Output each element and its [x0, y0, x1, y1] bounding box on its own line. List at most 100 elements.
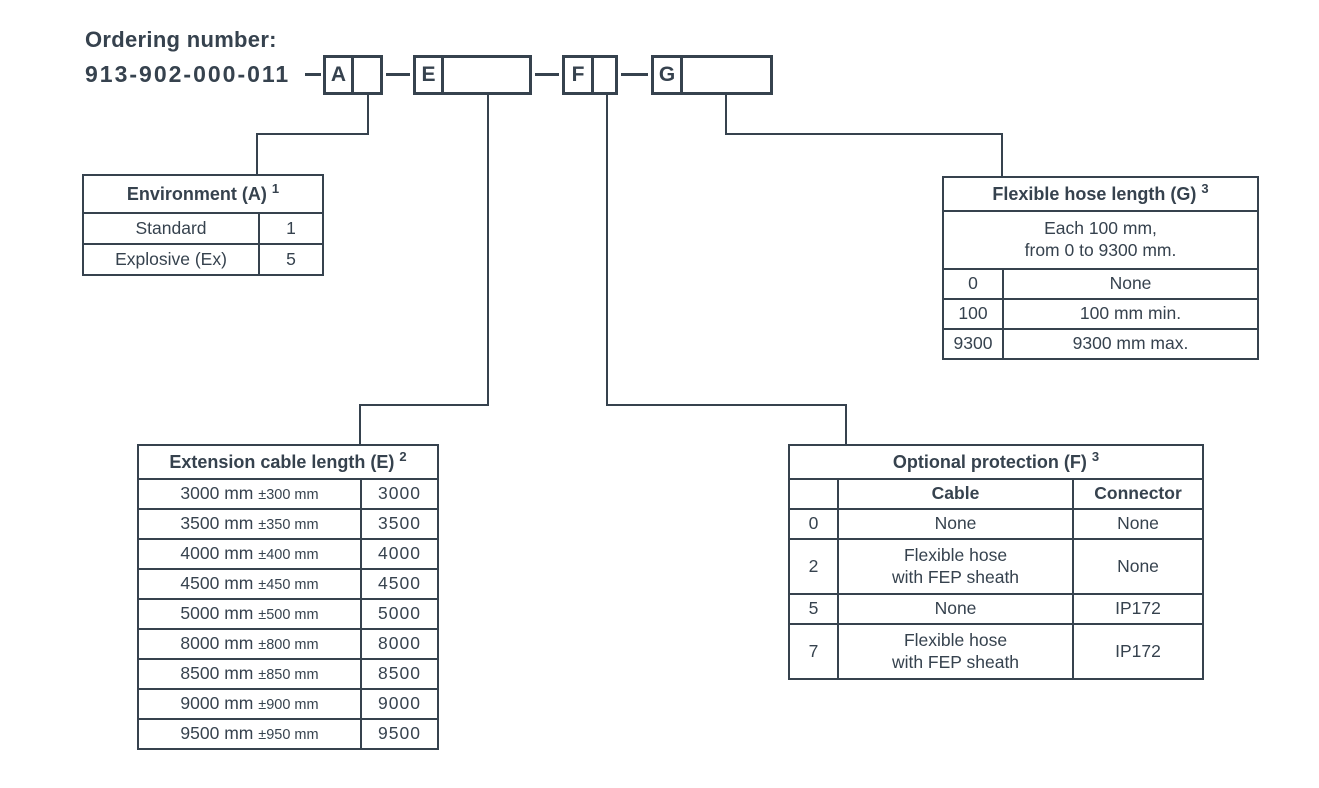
extension-length-label: 9500 mm ±950 mm [137, 718, 362, 750]
connector-line-g [725, 95, 727, 135]
optional-protection-table: Optional protection (F) 3 Cable Connecto… [788, 444, 1204, 680]
dash-separator [535, 73, 559, 76]
table-header-row: Cable Connector [788, 478, 1204, 510]
connector-line-g [1001, 133, 1003, 177]
table-row: 100 100 mm min. [942, 298, 1259, 330]
hose-code: 9300 [942, 328, 1004, 360]
connector-line-f [845, 404, 847, 445]
footnote-marker: 3 [1091, 448, 1100, 464]
extension-length-label: 8500 mm ±850 mm [137, 658, 362, 690]
table-row: 8500 mm ±850 mm 8500 [137, 658, 440, 690]
dash-separator [386, 73, 410, 76]
protection-header-cable: Cable [837, 478, 1074, 510]
connector-line-e [359, 404, 489, 406]
segment-e-value-box [444, 58, 529, 92]
extension-length-label: 8000 mm ±800 mm [137, 628, 362, 660]
dash-separator [621, 73, 648, 76]
environment-option-label: Explosive (Ex) [82, 243, 260, 276]
extension-length-label: 4000 mm ±400 mm [137, 538, 362, 570]
page-title: Ordering number: [85, 27, 277, 52]
hose-label: None [1002, 268, 1259, 300]
extension-length-code: 4500 [359, 568, 440, 600]
protection-connector: IP172 [1072, 593, 1204, 625]
connector-line-a [367, 95, 369, 135]
extension-length-code: 8000 [359, 628, 440, 660]
code-segment-e: E [413, 55, 532, 95]
extension-length-code: 9000 [359, 688, 440, 720]
table-row: Explosive (Ex) 5 [82, 243, 325, 276]
footnote-marker: 2 [399, 448, 407, 464]
extension-length-label: 5000 mm ±500 mm [137, 598, 362, 630]
extension-table-title: Extension cable length (E) 2 [136, 444, 440, 480]
extension-length-code: 9500 [359, 718, 440, 750]
protection-cable: None [837, 508, 1074, 540]
table-row: 9500 mm ±950 mm 9500 [137, 718, 440, 750]
protection-code: 5 [788, 593, 839, 625]
code-segment-a: A [323, 55, 383, 95]
segment-a-value-box [354, 58, 380, 92]
table-row: 9300 9300 mm max. [942, 328, 1259, 360]
hose-code: 100 [942, 298, 1004, 330]
connector-line-e [487, 95, 489, 406]
connector-line-a [256, 133, 258, 175]
environment-option-code: 5 [257, 243, 325, 276]
segment-g-letter: G [654, 58, 683, 92]
table-row: 5 None IP172 [788, 593, 1204, 625]
footnote-marker: 3 [1201, 180, 1209, 196]
extension-length-code: 3000 [359, 478, 440, 510]
environment-option-code: 1 [257, 212, 325, 245]
protection-code: 2 [788, 538, 839, 595]
protection-code: 0 [788, 508, 839, 540]
protection-header-connector: Connector [1072, 478, 1204, 510]
code-segment-g: G [651, 55, 773, 95]
table-row: 0 None [942, 268, 1259, 300]
extension-length-code: 8500 [359, 658, 440, 690]
connector-line-f [606, 404, 847, 406]
connector-line-a [256, 133, 369, 135]
hose-label: 100 mm min. [1002, 298, 1259, 330]
ordering-number: 913-902-000-011 [85, 61, 291, 87]
footnote-marker: 1 [271, 180, 280, 196]
table-row: 8000 mm ±800 mm 8000 [137, 628, 440, 660]
environment-table-title: Environment (A) 1 [81, 174, 325, 214]
code-segment-f: F [562, 55, 618, 95]
extension-length-code: 4000 [359, 538, 440, 570]
segment-f-value-box [594, 58, 615, 92]
protection-code: 7 [788, 623, 839, 680]
table-row: 3000 mm ±300 mm 3000 [137, 478, 440, 510]
environment-option-label: Standard [82, 212, 260, 245]
dash-separator [305, 73, 321, 76]
hose-table-title: Flexible hose length (G) 3 [942, 176, 1259, 212]
extension-length-code: 5000 [359, 598, 440, 630]
protection-connector: IP172 [1072, 623, 1204, 680]
extension-cable-table: Extension cable length (E) 2 3000 mm ±30… [136, 444, 440, 750]
protection-connector: None [1072, 508, 1204, 540]
table-row: 5000 mm ±500 mm 5000 [137, 598, 440, 630]
segment-a-letter: A [326, 58, 354, 92]
extension-length-label: 9000 mm ±900 mm [137, 688, 362, 720]
environment-table: Environment (A) 1 Standard 1 Explosive (… [81, 174, 325, 276]
hose-range-note: Each 100 mm,from 0 to 9300 mm. [942, 210, 1259, 270]
table-row: 0 None None [788, 508, 1204, 540]
segment-f-letter: F [565, 58, 594, 92]
connector-line-g [725, 133, 1003, 135]
table-row: Standard 1 [82, 212, 325, 245]
table-row: 9000 mm ±900 mm 9000 [137, 688, 440, 720]
connector-line-e [359, 404, 361, 445]
segment-g-value-box [683, 58, 770, 92]
table-row: 4500 mm ±450 mm 4500 [137, 568, 440, 600]
protection-table-title: Optional protection (F) 3 [788, 444, 1204, 480]
table-row: 3500 mm ±350 mm 3500 [137, 508, 440, 540]
extension-length-label: 3500 mm ±350 mm [137, 508, 362, 540]
extension-length-label: 4500 mm ±450 mm [137, 568, 362, 600]
hose-label: 9300 mm max. [1002, 328, 1259, 360]
protection-connector: None [1072, 538, 1204, 595]
table-row: Each 100 mm,from 0 to 9300 mm. [942, 210, 1259, 270]
segment-e-letter: E [416, 58, 444, 92]
protection-cable: None [837, 593, 1074, 625]
